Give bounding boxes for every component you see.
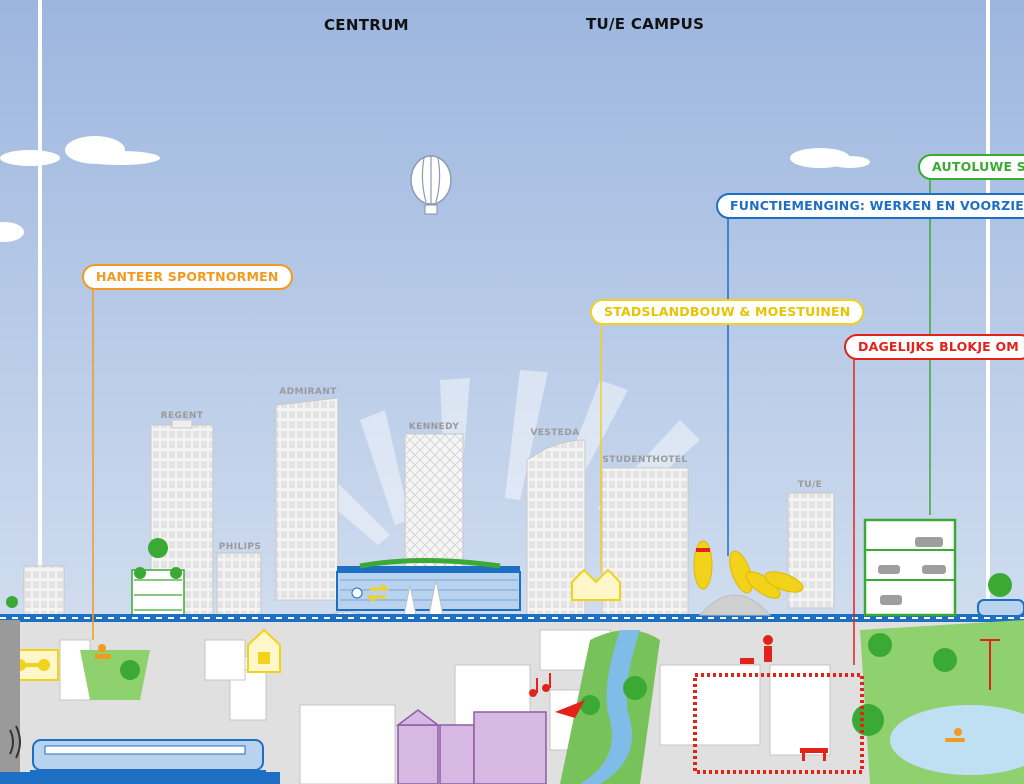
basket-icon (247, 628, 281, 673)
tower-admirant (275, 397, 339, 601)
cloud-left (0, 136, 160, 166)
callout-autoluwe: AUTOLUWE ST (918, 154, 1024, 180)
bowling-pins-icon (693, 540, 804, 599)
station-building (336, 558, 521, 611)
callout-functiemenging: FUNCTIEMENGING: WERKEN EN VOORZIEN (716, 193, 1024, 219)
sport-runner-icon (95, 644, 111, 659)
bird-icon (555, 700, 585, 718)
hot-air-balloon-icon (410, 155, 452, 215)
speaker-icon (9, 725, 21, 759)
houses (59, 629, 831, 784)
swimmer-icon (945, 728, 965, 742)
train-right-icon (977, 599, 1024, 617)
stadslandbouw-badge (571, 568, 621, 601)
parking-garage-icon (863, 518, 957, 617)
frame-line-right (986, 0, 990, 600)
callout-stadslandbouw: STADSLANDBOUW & MOESTUINEN (590, 299, 865, 325)
label-admirant: ADMIRANT (279, 387, 337, 397)
bowling-ball (698, 594, 772, 616)
label-vesteda: VESTEDA (530, 428, 579, 438)
tower-philips (216, 552, 262, 624)
cloud-right (790, 148, 870, 168)
label-philips: PHILIPS (219, 542, 261, 552)
street-lamp (980, 639, 1000, 690)
tower-kennedy (404, 433, 464, 575)
dog-walker-icon (740, 635, 773, 664)
purple-houses (395, 709, 547, 784)
frame-line-left (38, 0, 42, 600)
label-tue: TU/E (798, 480, 822, 490)
label-studenthotel: STUDENTHOTEL (602, 455, 687, 465)
ns-logo-icon (366, 583, 390, 603)
label-regent: REGENT (161, 411, 204, 421)
tower-left-small (23, 565, 65, 617)
park-left (80, 650, 150, 700)
callout-hanteer-sportnormen: HANTEER SPORTNORMEN (82, 264, 293, 290)
canal (580, 630, 640, 784)
header-tue-campus: TU/E CAMPUS (586, 15, 705, 33)
label-kennedy: KENNEDY (409, 422, 460, 432)
cloud-left-small (0, 222, 24, 242)
header-centrum: CENTRUM (324, 16, 409, 34)
music-note-icon (529, 673, 551, 697)
callout-dagelijks-blokje-om: DAGELIJKS BLOKJE OM (844, 334, 1024, 360)
walking-route (693, 673, 864, 774)
train-icon (0, 739, 280, 784)
bench-icon (800, 748, 828, 761)
road (0, 620, 20, 784)
